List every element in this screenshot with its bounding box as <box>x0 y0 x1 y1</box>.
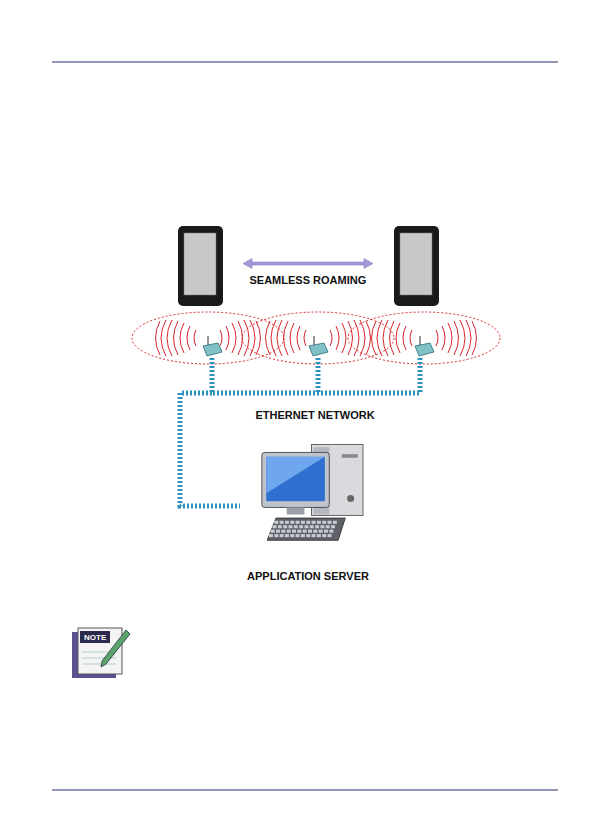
note-icon <box>72 628 130 678</box>
header-rule <box>52 62 558 63</box>
roaming-arrow <box>243 259 373 269</box>
note-badge: NOTE <box>84 633 106 642</box>
network-label: ETHERNET NETWORK <box>256 409 375 421</box>
signal-rings <box>132 312 500 364</box>
node-label: APPLICATION SERVER <box>228 570 388 582</box>
ethernet-cable <box>180 358 420 506</box>
access-point <box>309 336 328 356</box>
roaming-label: SEAMLESS ROAMING <box>250 274 367 286</box>
server-node: APPLICATION SERVER <box>228 440 388 582</box>
tablet <box>394 226 439 306</box>
tablet <box>178 226 223 306</box>
access-point <box>203 336 222 356</box>
signal-waves <box>156 320 477 356</box>
computer-illustration <box>228 440 388 566</box>
footer-rule <box>52 790 558 791</box>
access-point <box>415 336 434 356</box>
